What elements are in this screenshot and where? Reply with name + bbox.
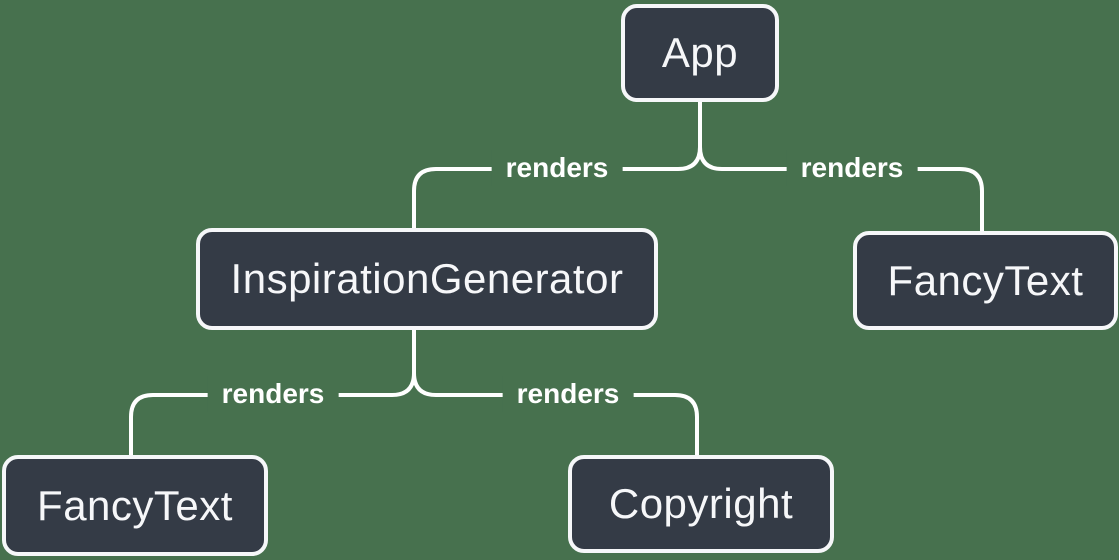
node-copyright: Copyright (568, 455, 834, 553)
edge-label-renders-inspiration-copyright: renders (502, 376, 634, 412)
edge-label-renders-app-fancy-text: renders (786, 150, 918, 186)
node-inspiration-generator-label: InspirationGenerator (230, 255, 624, 302)
node-app-label: App (661, 29, 739, 76)
edge-inspiration-generator-to-copyright (412, 371, 699, 457)
node-fancy-text-left-label: FancyText (37, 481, 233, 529)
edge-app-to-fancy-text-right (698, 145, 984, 233)
node-inspiration-generator: InspirationGenerator (196, 228, 658, 330)
node-fancy-text-right-label: FancyText (887, 256, 1084, 304)
node-app: App (621, 4, 779, 102)
node-fancy-text-left: FancyText (2, 455, 268, 556)
node-copyright-label: Copyright (608, 480, 794, 527)
edge-label-renders-app-inspiration: renders (491, 150, 623, 186)
edge-label-renders-inspiration-fancy-text: renders (207, 376, 339, 412)
node-fancy-text-right: FancyText (853, 231, 1118, 330)
